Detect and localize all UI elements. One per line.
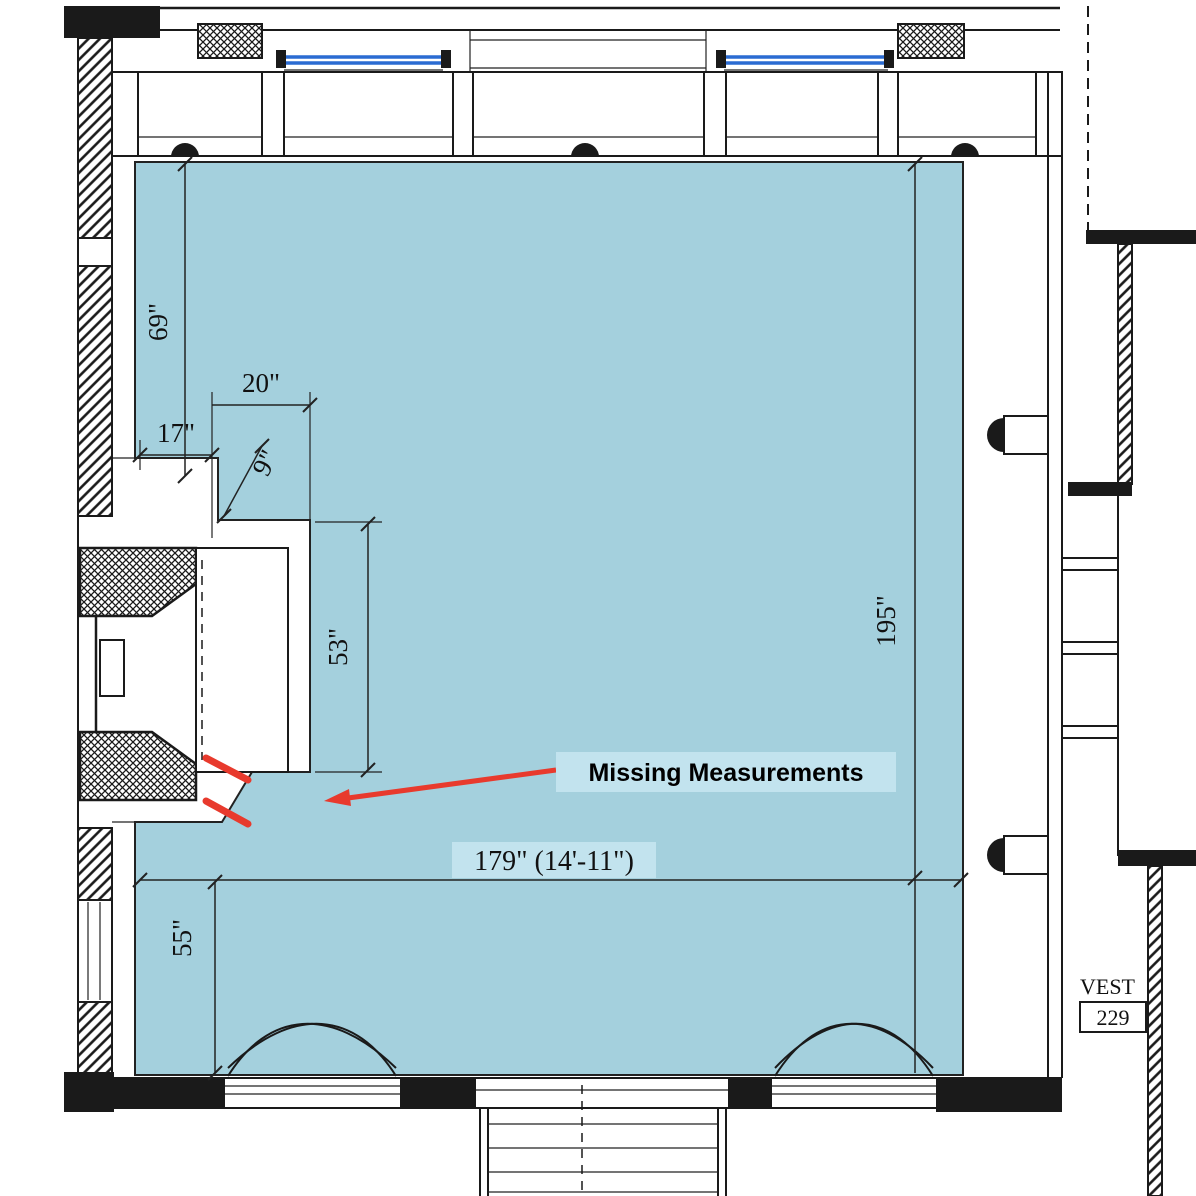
masonry-block-left: [197, 23, 263, 59]
missing-measurements-label: Missing Measurements: [588, 759, 863, 787]
vestibule-number: 229: [1097, 1005, 1130, 1030]
wall-niche-lower: [1003, 835, 1049, 875]
french-doors-left: [227, 1023, 397, 1077]
dim-label-53: 53": [323, 628, 353, 666]
french-doors-right: [774, 1022, 934, 1077]
masonry-block-right: [897, 23, 965, 59]
annotation-arrowhead-icon: [324, 789, 351, 806]
firebox-notch: [99, 639, 125, 697]
missing-mark-1: [202, 754, 252, 784]
wall-niche-upper: [1003, 415, 1049, 455]
sconce-icon: [987, 838, 1004, 872]
wall-sconce-icons: [171, 143, 979, 157]
missing-mark-2: [202, 797, 252, 828]
left-wall-window: [78, 237, 112, 1003]
dim-label-55: 55": [167, 919, 197, 957]
dim-label-17: 17": [157, 418, 195, 448]
dimension-labels: 69" 20" 17" 9" 53" 195" 179" (14'-11") 5…: [143, 303, 901, 957]
fireplace-upper-mass: [78, 546, 198, 618]
fireplace-lower-mass: [78, 730, 198, 802]
bottom-left-corner-block: [64, 1072, 114, 1112]
right-wall: [987, 72, 1063, 1078]
fireplace: [78, 546, 289, 802]
top-wall-center-recess: [469, 30, 707, 72]
window-glazing: [276, 50, 894, 71]
closet-shelves: [1062, 557, 1118, 739]
right-corridor: VEST 229: [1062, 6, 1196, 1196]
missing-measurements-annotation: Missing Measurements: [202, 752, 896, 828]
sconce-icon: [987, 418, 1004, 452]
left-wall: [64, 6, 114, 1112]
annotation-arrow-shaft: [347, 767, 557, 801]
room-number-box: [1079, 1001, 1147, 1033]
dim-label-69: 69": [143, 303, 173, 341]
sconce-icon: [571, 143, 599, 157]
dim-label-195: 195": [871, 595, 901, 647]
bottom-wall: [64, 1077, 1062, 1112]
dim-label-179: 179" (14'-11"): [474, 846, 634, 877]
hearth: [195, 547, 289, 773]
dimension-lines: [132, 156, 969, 1081]
sconce-icon: [951, 143, 979, 157]
dim-label-20: 20": [242, 368, 280, 398]
annotation-highlight-box: [556, 752, 896, 792]
entry-stairs: [479, 1085, 727, 1196]
top-wall: [64, 6, 1063, 157]
vestibule-label: VEST: [1080, 974, 1136, 999]
top-wall-corner-block: [64, 6, 160, 38]
sconce-icon: [171, 143, 199, 157]
dim-179-backdrop: [452, 842, 656, 878]
